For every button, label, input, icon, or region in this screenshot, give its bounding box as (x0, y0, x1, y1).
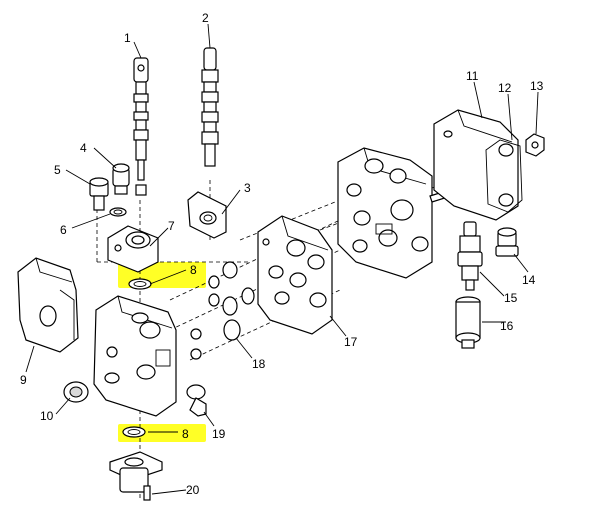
callout-8-lower: 8 (182, 427, 189, 441)
callout-12: 12 (498, 81, 512, 95)
flange-bracket-part-3 (187, 191, 227, 239)
valve-section-part-17 (257, 215, 333, 335)
callout-3: 3 (244, 181, 251, 195)
inlet-valve-body (93, 295, 177, 417)
callout-14: 14 (522, 273, 536, 287)
fitting-part-4 (112, 163, 130, 195)
nut-part-13 (525, 133, 545, 157)
spool-part-1 (133, 57, 149, 196)
callout-19: 19 (212, 427, 226, 441)
callout-11: 11 (466, 69, 479, 83)
callout-9: 9 (20, 373, 27, 387)
end-cap-part-11 (433, 109, 519, 221)
gasket-part-12 (485, 139, 523, 213)
callout-18: 18 (252, 357, 266, 371)
callout-5: 5 (54, 163, 61, 177)
callout-13: 13 (530, 79, 544, 93)
relief-cartridge-part-15 (457, 221, 483, 291)
callout-17: 17 (344, 335, 358, 349)
o-ring-part-8-lower (122, 426, 146, 438)
callout-labels: 1 2 3 4 5 6 7 8 8 9 10 11 12 13 14 15 16… (20, 11, 544, 497)
o-ring-set-part-18 (190, 261, 255, 360)
leader-lines (25, 23, 539, 495)
cylinder-plug-part-16 (455, 296, 481, 349)
callout-6: 6 (60, 223, 67, 237)
callout-7: 7 (168, 219, 175, 233)
callout-2: 2 (202, 11, 209, 25)
spool-part-2 (201, 47, 219, 167)
plug-part-10 (63, 381, 89, 403)
o-ring-part-8-upper (128, 278, 152, 290)
valve-section-rear (337, 147, 433, 279)
callout-15: 15 (504, 291, 518, 305)
fitting-part-14 (495, 227, 519, 257)
plug-part-5 (89, 177, 109, 211)
callout-16: 16 (500, 319, 514, 333)
callout-8-upper: 8 (190, 263, 197, 277)
callout-1: 1 (124, 31, 131, 45)
callout-10: 10 (40, 409, 54, 423)
cartridge-part-20 (109, 451, 163, 501)
end-plate-part-9 (17, 257, 79, 353)
cap-block-part-7 (107, 225, 159, 273)
callout-4: 4 (80, 141, 87, 155)
bolt-part-19 (186, 384, 207, 417)
callout-20: 20 (186, 483, 200, 497)
seal-ring-part-6 (109, 207, 127, 217)
